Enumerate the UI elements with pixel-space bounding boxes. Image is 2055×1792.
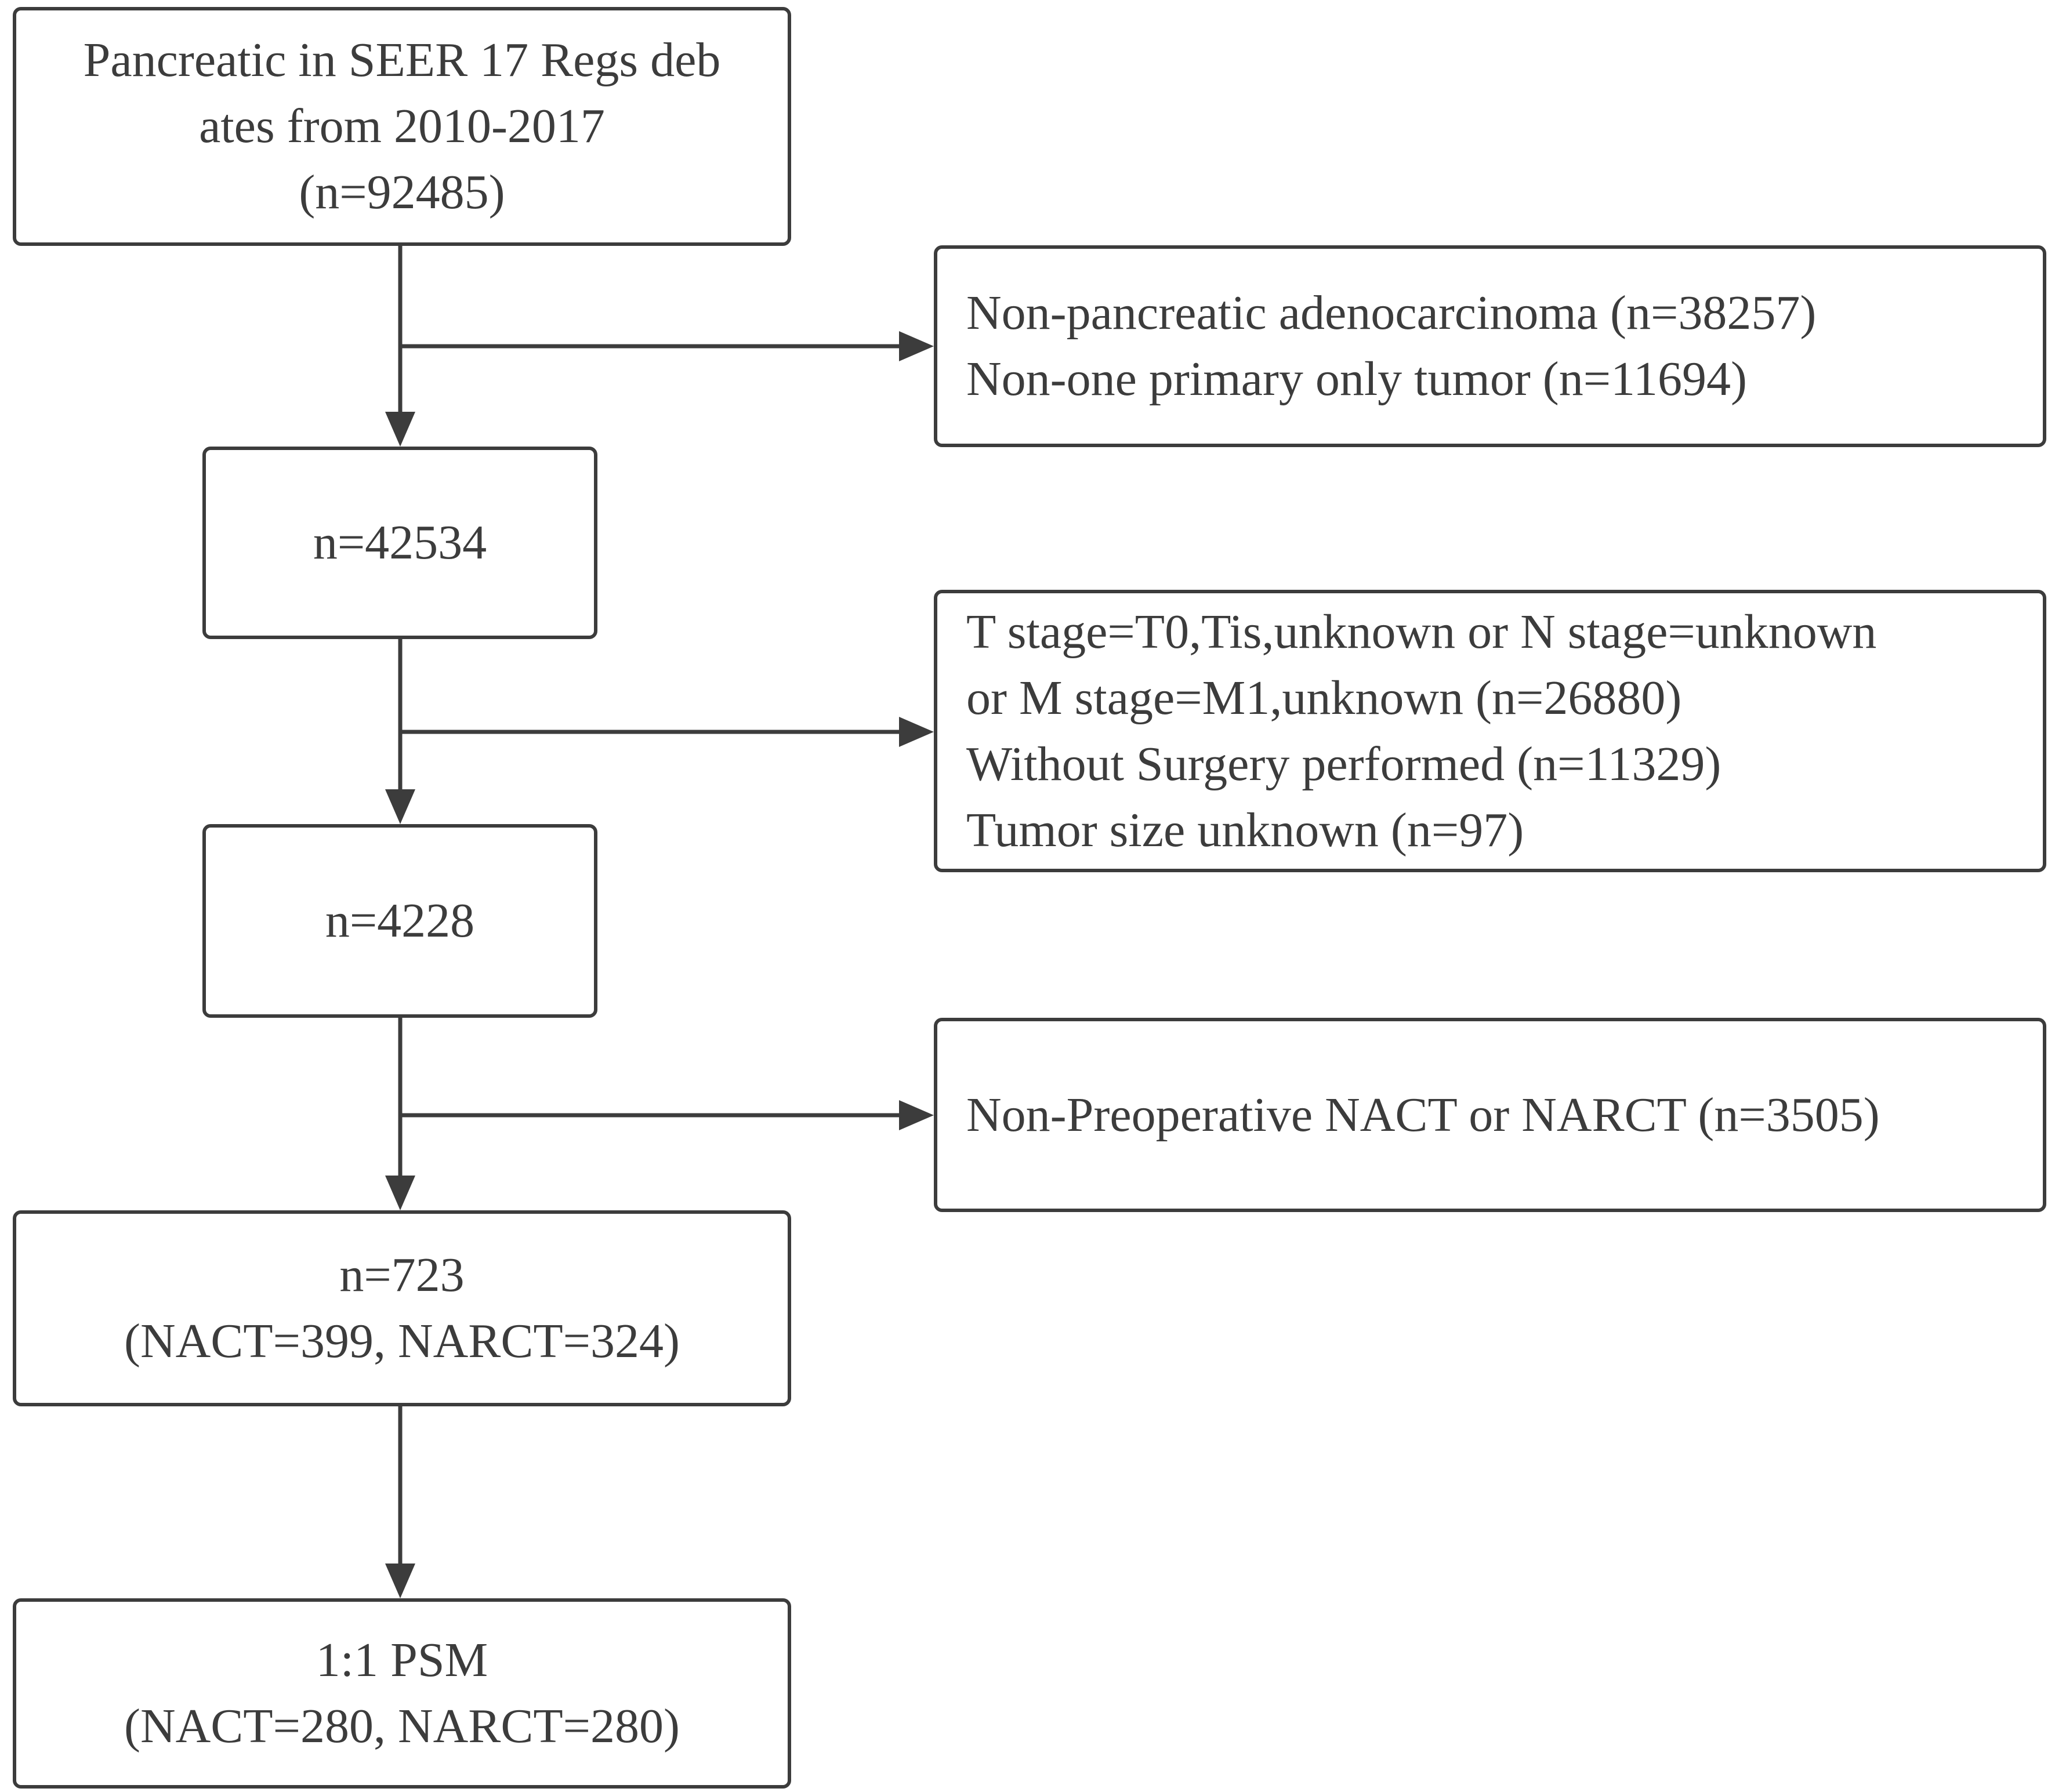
- arrow-branch-exclusion-1-arrowhead: [899, 331, 934, 361]
- exclusion-box-2-line-3: Without Surgery performed (n=11329): [966, 737, 1721, 791]
- arrow-branch-exclusion-2-arrowhead: [899, 717, 934, 747]
- exclusion-box-2: T stage=T0,Tis,unknown or N stage=unknow…: [934, 590, 2046, 872]
- start-box: Pancreatic in SEER 17 Regs deb ates from…: [13, 7, 791, 246]
- arrow-step3-to-final-arrowhead: [385, 1564, 415, 1598]
- n-42534-box: n=42534: [202, 447, 597, 639]
- n-4228-box-line-1: n=4228: [325, 894, 475, 948]
- n-42534-box-line-1: n=42534: [313, 516, 487, 569]
- arrow-step1-to-step2-arrowhead: [385, 789, 415, 824]
- arrow-step2-to-step3-arrowhead: [385, 1176, 415, 1210]
- exclusion-box-3-line-1: Non-Preoperative NACT or NARCT (n=3505): [966, 1087, 1880, 1142]
- exclusion-box-2-line-2: or M stage=M1,unknown (n=26880): [966, 670, 1682, 725]
- psm-box-line-2: (NACT=280, NARCT=280): [124, 1699, 680, 1753]
- exclusion-box-1-line-1: Non-pancreatic adenocarcinoma (n=38257): [966, 286, 1817, 340]
- start-box-line-2: ates from 2010-2017: [199, 99, 605, 153]
- n-723-box: n=723 (NACT=399, NARCT=324): [13, 1210, 791, 1406]
- exclusion-box-1: Non-pancreatic adenocarcinoma (n=38257) …: [934, 245, 2046, 447]
- n-4228-box: n=4228: [202, 824, 597, 1018]
- psm-box-line-1: 1:1 PSM: [316, 1633, 488, 1687]
- arrow-start-to-step1-arrowhead: [385, 412, 415, 447]
- start-box-line-3: (n=92485): [299, 165, 505, 219]
- arrow-branch-exclusion-3-arrowhead: [899, 1100, 934, 1130]
- exclusion-box-2-line-1: T stage=T0,Tis,unknown or N stage=unknow…: [966, 604, 1877, 659]
- n-723-box-line-2: (NACT=399, NARCT=324): [124, 1314, 680, 1368]
- exclusion-box-1-line-2: Non-one primary only tumor (n=11694): [966, 352, 1748, 406]
- psm-box: 1:1 PSM (NACT=280, NARCT=280): [13, 1598, 791, 1789]
- n-723-box-line-1: n=723: [339, 1248, 465, 1302]
- exclusion-box-2-line-4: Tumor size unknown (n=97): [966, 803, 1524, 857]
- exclusion-box-3: Non-Preoperative NACT or NARCT (n=3505): [934, 1018, 2046, 1212]
- start-box-line-1: Pancreatic in SEER 17 Regs deb: [83, 33, 721, 87]
